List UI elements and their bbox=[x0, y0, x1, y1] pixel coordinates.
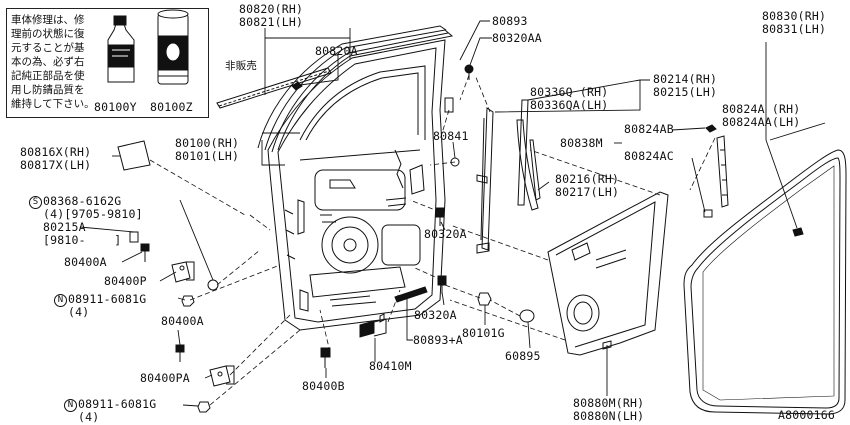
part-label-80400a-upper: 80400A bbox=[64, 255, 107, 269]
bolt-08368 bbox=[207, 279, 219, 291]
part-label-80821: 80821(LH) bbox=[239, 15, 304, 29]
s-mark-icon: S bbox=[29, 196, 42, 209]
part-label-80880n: 80880N(LH) bbox=[573, 409, 645, 423]
clip-80820a bbox=[291, 81, 303, 91]
assembly-lines bbox=[149, 74, 716, 406]
part-label-80400p: 80400P bbox=[104, 274, 147, 288]
part-label-80410m: 80410M bbox=[369, 359, 412, 373]
part-label-80320a-lower: 80320A bbox=[414, 308, 457, 322]
upper-hinge-80400p bbox=[171, 261, 195, 283]
bracket-80215a bbox=[129, 231, 139, 243]
diagram-id: A8000166 bbox=[778, 408, 835, 422]
part-label-80893a: 80893+A bbox=[413, 333, 463, 347]
bolt-80400b bbox=[320, 347, 331, 368]
n-mark-icon-upper: N bbox=[54, 294, 67, 307]
strip-80893a bbox=[394, 286, 428, 303]
part-label-80816x: 80816X(RH) bbox=[20, 145, 92, 159]
door-trim-panel bbox=[547, 191, 669, 356]
part-label-80400a-lower: 80400A bbox=[161, 314, 204, 328]
leader-lines bbox=[79, 20, 826, 407]
qty-label-08911-lower: (4) bbox=[78, 410, 100, 424]
door-sash-channel bbox=[257, 25, 454, 153]
part-label-80216: 80216(RH) bbox=[555, 172, 620, 186]
part-label-80336qa: 80336QA(LH) bbox=[530, 98, 609, 112]
part-label-80101g: 80101G bbox=[462, 326, 505, 340]
repair-note-text: 車体修理は、修 理前の状態に復 元することが基 本の為、必ず右 記純正部品を使 … bbox=[11, 14, 95, 110]
bracket-80893 bbox=[444, 97, 454, 113]
door-panel bbox=[267, 39, 446, 331]
part-label-80320aa: 80320AA bbox=[492, 31, 542, 45]
part-label-80336q: 80336Q (RH) bbox=[530, 85, 609, 99]
part-label-08911-lower: 08911-6081G bbox=[78, 397, 157, 411]
door-check-link-80410m bbox=[359, 313, 387, 338]
part-label-08368: 08368-6162G bbox=[43, 194, 122, 208]
part-label-80100y: 80100Y bbox=[94, 100, 137, 114]
part-label-80817x: 80817X(LH) bbox=[20, 158, 92, 172]
part-label-80824ab: 80824AB bbox=[624, 122, 674, 136]
door-opening-weatherstrip bbox=[683, 149, 847, 415]
part-label-60895: 60895 bbox=[505, 349, 541, 363]
n-mark-icon-lower: N bbox=[64, 399, 77, 412]
part-label-80400pa: 80400PA bbox=[140, 371, 190, 385]
nut-08911-lower bbox=[197, 401, 211, 413]
part-label-80841: 80841 bbox=[433, 129, 469, 143]
part-label-80215a: 80215A bbox=[43, 220, 86, 234]
bolt-80320a-upper bbox=[435, 207, 445, 226]
date-label-80215a: [9810- ] bbox=[43, 233, 122, 247]
part-label-80824a: 80824A (RH) bbox=[722, 102, 801, 116]
lower-hinge-80400pa bbox=[209, 365, 235, 387]
part-label-80100z: 80100Z bbox=[150, 100, 193, 114]
part-label-80101: 80101(LH) bbox=[175, 149, 240, 163]
part-label-80880m: 80880M(RH) bbox=[573, 396, 645, 410]
part-label-80824aa: 80824AA(LH) bbox=[722, 115, 801, 129]
bolt-80400a-lower bbox=[175, 344, 185, 362]
sealant-tube-icon bbox=[107, 15, 135, 83]
clip-80320aa bbox=[464, 64, 474, 80]
qty-label-08368: (4)[9705-9810] bbox=[43, 207, 143, 221]
nut-08911-upper bbox=[181, 295, 195, 307]
qty-label-08911-upper: (4) bbox=[68, 305, 90, 319]
part-label-80100: 80100(RH) bbox=[175, 136, 240, 150]
part-label-80400b: 80400B bbox=[302, 379, 345, 393]
patch-80816x bbox=[117, 140, 151, 171]
not-sold-label: 非販売 bbox=[225, 60, 258, 72]
spray-can-icon bbox=[157, 9, 189, 85]
part-label-80820: 80820(RH) bbox=[239, 2, 304, 16]
part-label-80831: 80831(LH) bbox=[762, 22, 827, 36]
part-label-80214: 80214(RH) bbox=[653, 72, 718, 86]
clip-80824a bbox=[792, 227, 804, 237]
repair-note-box: 車体修理は、修 理前の状態に復 元することが基 本の為、必ず右 記純正部品を使 … bbox=[6, 8, 209, 118]
seal-strip-80838m bbox=[703, 124, 729, 218]
part-label-80824ac: 80824AC bbox=[624, 149, 674, 163]
part-label-80838m: 80838M bbox=[560, 136, 603, 150]
part-label-80830: 80830(RH) bbox=[762, 9, 827, 23]
part-label-08911-upper: 08911-6081G bbox=[68, 292, 147, 306]
bolt-80400a-upper bbox=[140, 243, 150, 262]
plug-60895 bbox=[519, 309, 535, 323]
part-label-80893: 80893 bbox=[492, 14, 528, 28]
part-label-80320a-upper: 80320A bbox=[424, 227, 467, 241]
glass-run-channels bbox=[476, 99, 541, 254]
part-label-80215: 80215(LH) bbox=[653, 85, 718, 99]
part-label-80820a: 80820A bbox=[315, 44, 358, 58]
clip-80101g bbox=[477, 292, 492, 306]
part-label-80217: 80217(LH) bbox=[555, 185, 620, 199]
